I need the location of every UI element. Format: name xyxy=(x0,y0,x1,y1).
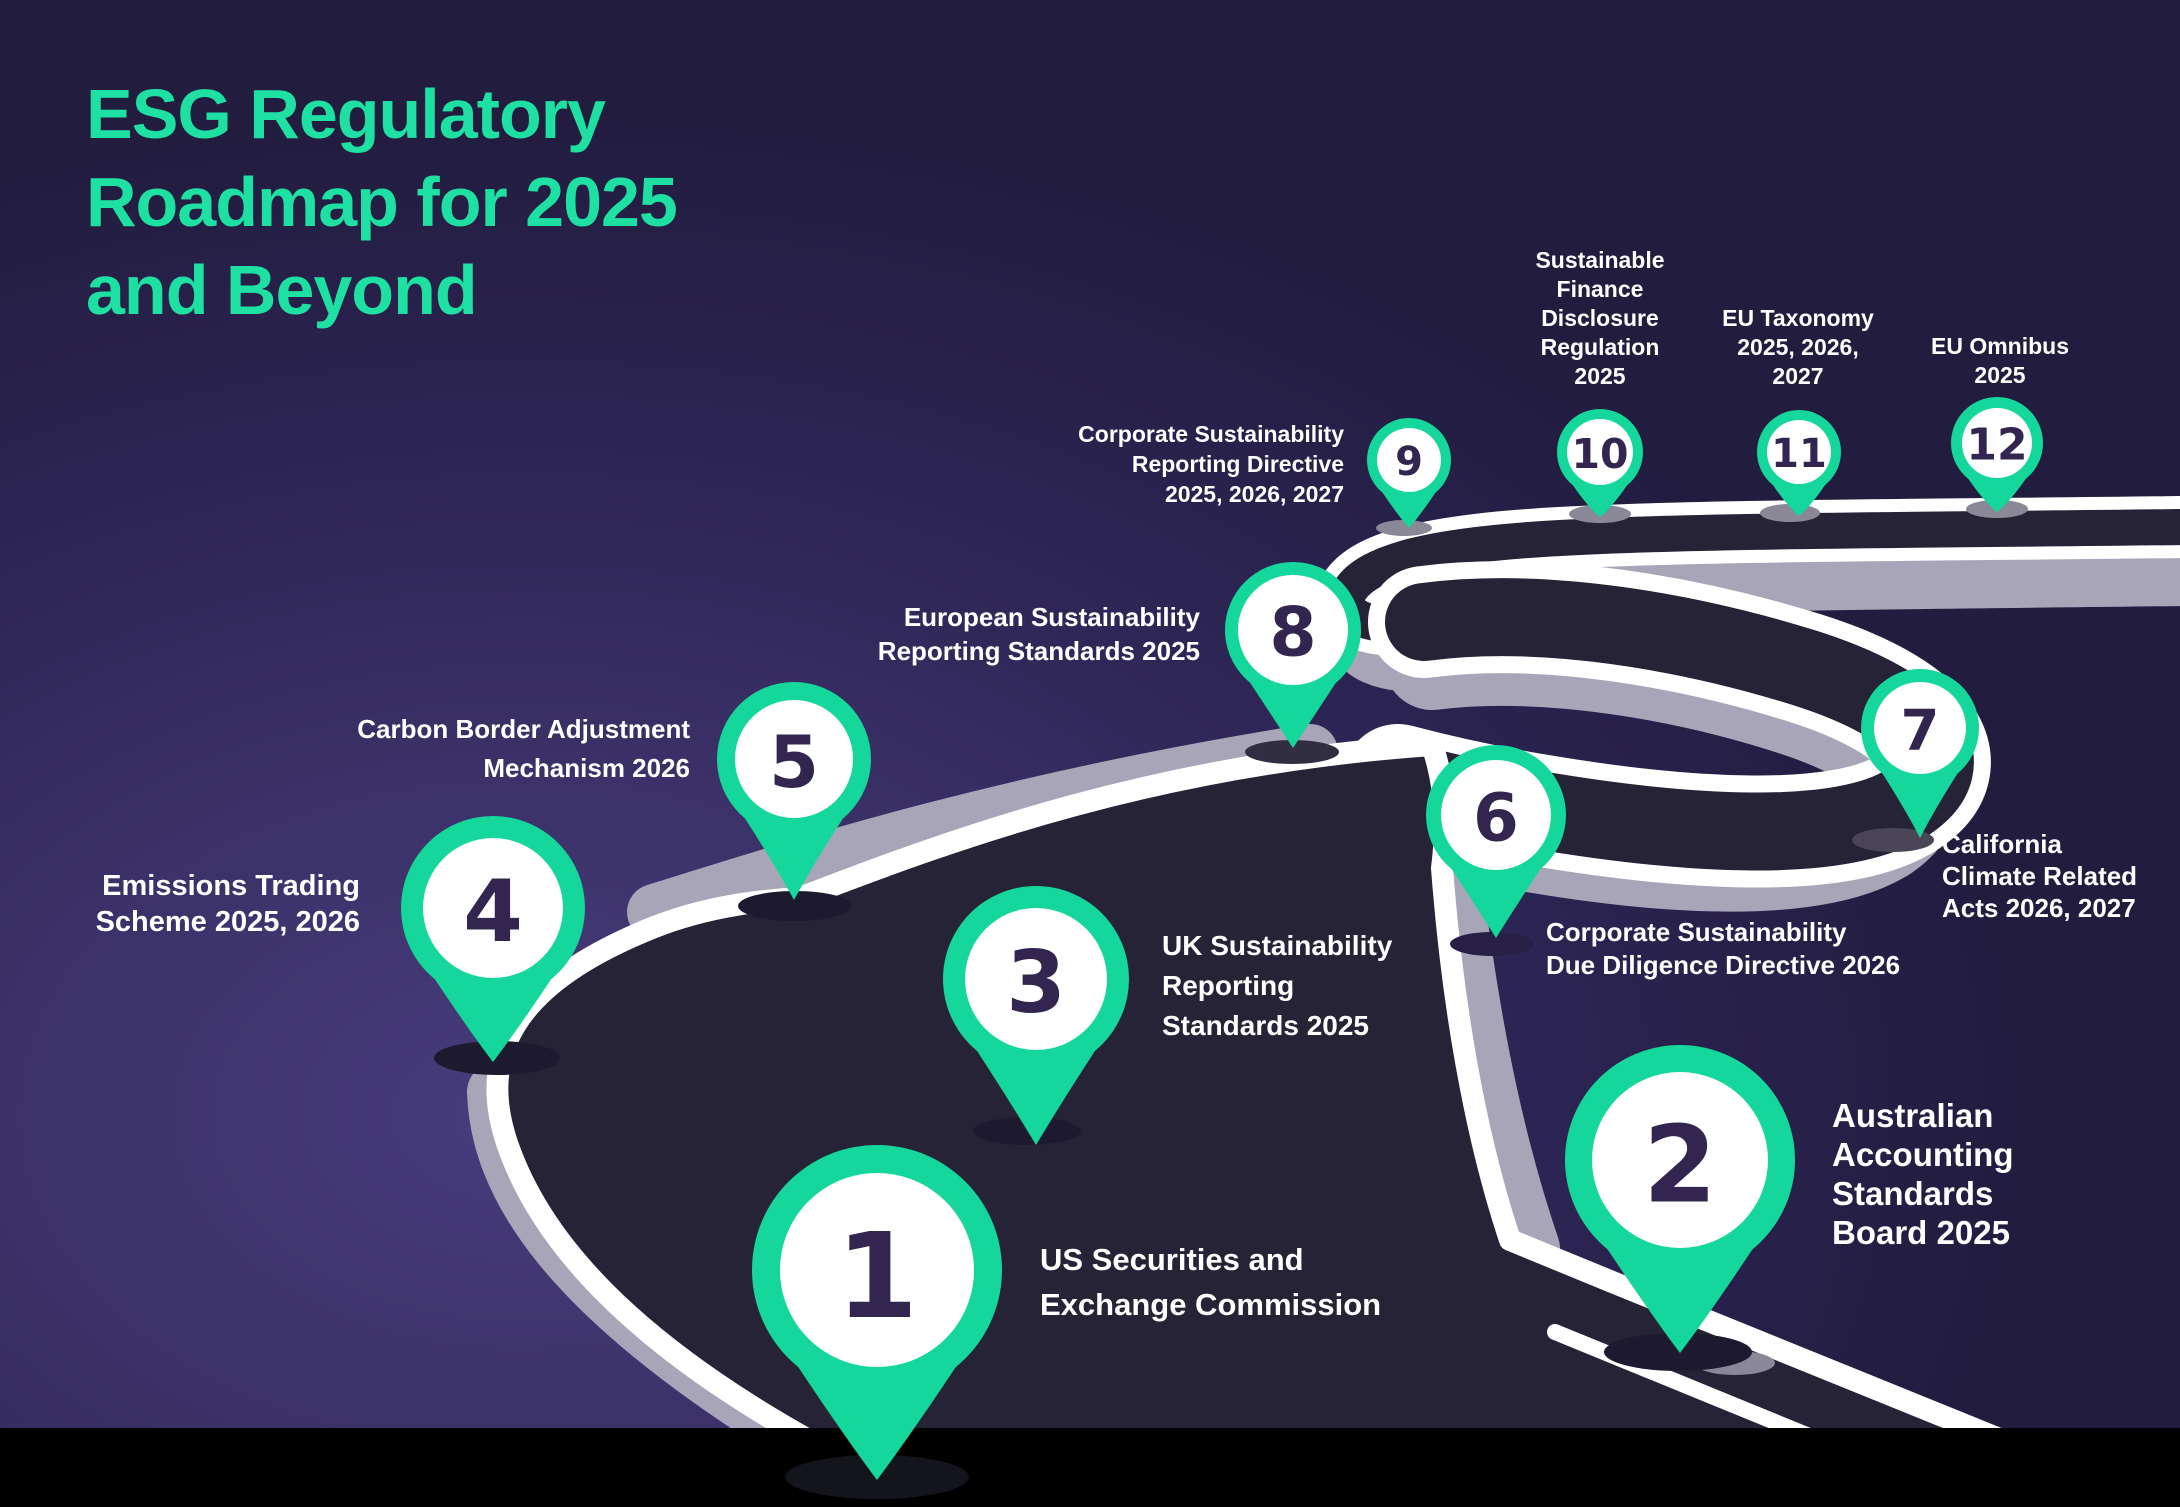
pin-8: 8 xyxy=(1225,562,1361,764)
pin-number: 7 xyxy=(1901,699,1940,764)
label-california-acts: California Climate Related Acts 2026, 20… xyxy=(1942,829,2138,923)
pin-shadow xyxy=(1604,1333,1752,1371)
label-sfdr: Sustainable Finance Disclosure Regulatio… xyxy=(1535,247,1665,389)
pin-number: 3 xyxy=(1006,933,1066,1033)
pin-number: 10 xyxy=(1571,430,1628,478)
pin-number: 9 xyxy=(1395,439,1423,485)
label-csddd: Corporate Sustainability Due Diligence D… xyxy=(1546,917,1901,980)
pin-number: 6 xyxy=(1473,780,1519,857)
label-emissions-trading: Emissions Trading Scheme 2025, 2026 xyxy=(95,870,360,938)
label-australian-aasb: Australian Accounting Standards Board 20… xyxy=(1832,1097,2014,1251)
pin-7: 7 xyxy=(1852,669,1979,852)
pin-number: 4 xyxy=(463,862,523,962)
pin-6: 6 xyxy=(1426,745,1566,956)
pin-5: 5 xyxy=(717,682,871,921)
pin-number: 2 xyxy=(1643,1104,1717,1227)
pin-shadow xyxy=(434,1041,560,1075)
pin-10: 10 xyxy=(1557,409,1643,523)
pin-4: 4 xyxy=(401,816,585,1075)
page-title: ESG Regulatory Roadmap for 2025 and Beyo… xyxy=(86,75,678,329)
pin-number: 8 xyxy=(1269,594,1316,673)
label-eu-taxonomy: EU Taxonomy 2025, 2026, 2027 xyxy=(1722,305,1874,389)
label-esrs: European Sustainability Reporting Standa… xyxy=(877,602,1200,666)
pin-shadow xyxy=(973,1117,1081,1145)
pin-shadow xyxy=(1450,932,1534,956)
pin-number: 5 xyxy=(769,720,819,804)
label-cbam: Carbon Border Adjustment Mechanism 2026 xyxy=(357,714,690,783)
pin-12: 12 xyxy=(1951,397,2043,518)
pin-shadow xyxy=(1852,828,1934,852)
bottom-strip xyxy=(0,1428,2180,1507)
pin-shadow xyxy=(1245,740,1339,764)
pin-shadow xyxy=(1376,520,1432,536)
pin-shadow xyxy=(738,891,852,921)
label-csrd: Corporate Sustainability Reporting Direc… xyxy=(1078,421,1344,507)
pin-3: 3 xyxy=(943,886,1129,1145)
pin-11: 11 xyxy=(1757,410,1841,522)
label-uk-srs: UK Sustainability Reporting Standards 20… xyxy=(1162,930,1393,1041)
pin-2: 2 xyxy=(1565,1045,1795,1371)
pin-number: 12 xyxy=(1966,420,2027,471)
pin-number: 11 xyxy=(1771,431,1827,477)
pin-number: 1 xyxy=(836,1207,918,1345)
label-eu-omnibus: EU Omnibus 2025 xyxy=(1930,333,2069,388)
road-shoulder-right xyxy=(1424,834,1560,1276)
pin-9: 9 xyxy=(1367,418,1451,536)
label-us-sec: US Securities and Exchange Commission xyxy=(1040,1242,1382,1322)
pin-1: 1 xyxy=(752,1145,1002,1499)
